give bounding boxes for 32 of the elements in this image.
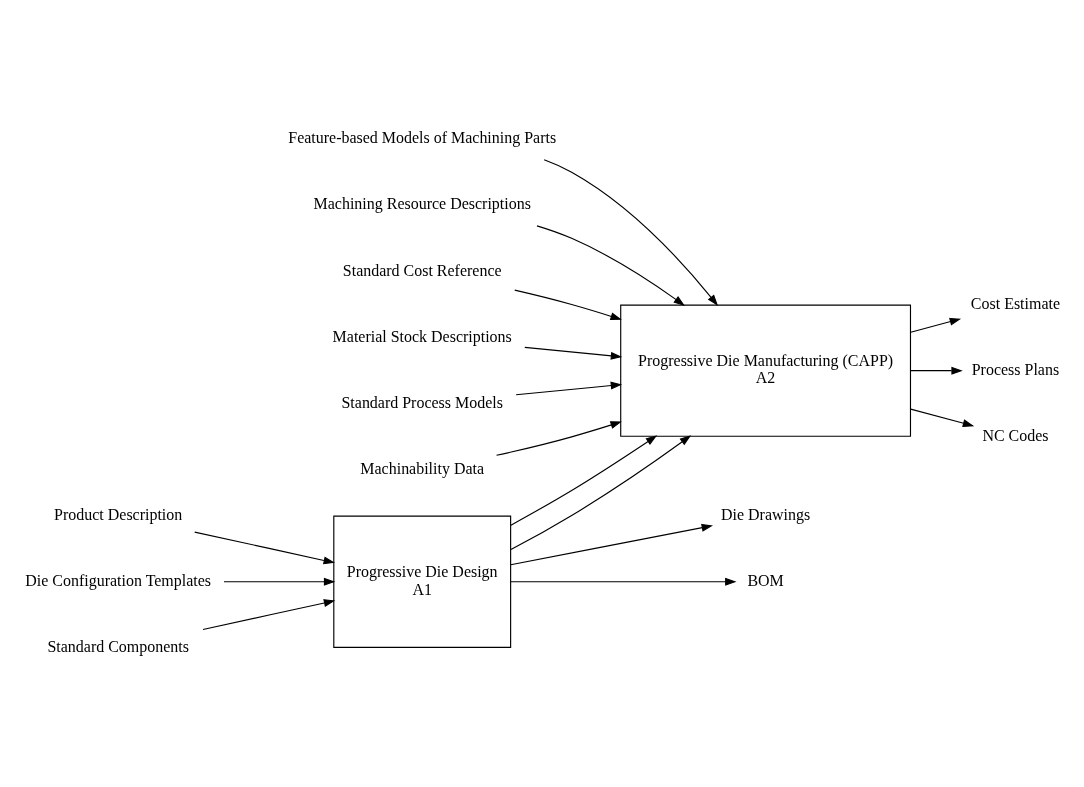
node-text: Product Description [54, 505, 183, 523]
node-text: Die Drawings [721, 505, 811, 523]
arrow [510, 577, 737, 586]
node-text: Feature-based Models of Machining Parts [288, 129, 557, 147]
arrow [543, 159, 719, 306]
arrow [910, 408, 975, 428]
node-text: Cost Estimate [970, 294, 1061, 312]
node-text: Standard Cost Reference [342, 261, 502, 279]
arrow [514, 289, 622, 321]
arrow [536, 225, 685, 306]
arrow [510, 523, 714, 566]
node-text: Material Stock Descriptions [332, 327, 512, 345]
arrow [510, 435, 658, 526]
node-text: Process Plans [971, 360, 1060, 378]
node-box: Progressive Die Design A1 [333, 515, 512, 648]
node-text: Standard Components [47, 638, 189, 656]
node-box: Progressive Die Manufacturing (CAPP) A2 [620, 304, 912, 437]
arrow [910, 366, 963, 375]
arrow [194, 531, 335, 565]
arrow [202, 599, 336, 631]
arrow [510, 435, 692, 551]
arrow [496, 421, 622, 456]
arrow [515, 381, 623, 396]
arrow [223, 577, 336, 586]
arrow [524, 346, 623, 360]
arrow [910, 317, 962, 333]
node-text: Standard Process Models [341, 393, 503, 411]
node-text: Machinability Data [360, 460, 485, 478]
node-text: Die Configuration Templates [25, 571, 212, 589]
node-text: BOM [747, 571, 784, 589]
node-text: NC Codes [982, 427, 1049, 445]
node-text: Machining Resource Descriptions [313, 195, 531, 213]
